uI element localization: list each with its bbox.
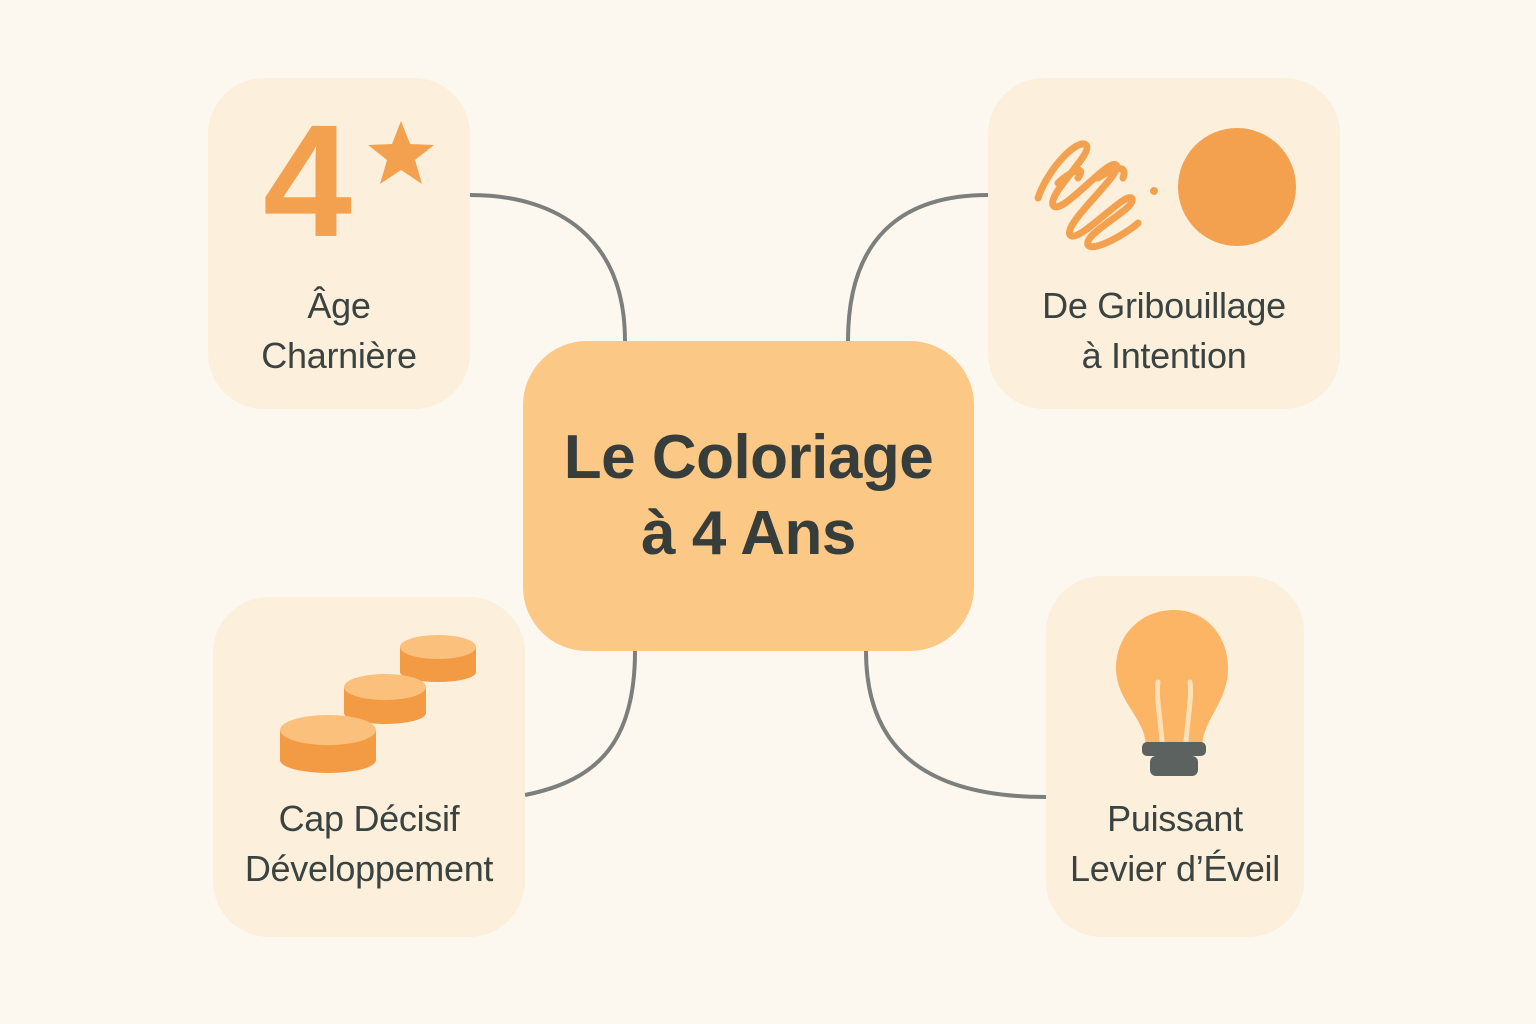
light-bulb-icon (1116, 610, 1228, 776)
node-development: Cap Décisif Développement (213, 597, 525, 937)
node-scribble-label: De Gribouillage à Intention (988, 281, 1340, 381)
node-scribble: De Gribouillage à Intention (988, 78, 1340, 409)
bulb-collar (1142, 742, 1206, 756)
number-four-glyph: 4 (263, 108, 352, 268)
node-development-label: Cap Décisif Développement (213, 794, 525, 894)
bulb-base (1150, 756, 1198, 776)
dot-separator-icon (1150, 187, 1158, 195)
scribble-to-dot-icon (1034, 128, 1296, 251)
number-four-star-icon: 4 (263, 108, 434, 268)
connector-age (469, 193, 627, 342)
node-scribble-line2: à Intention (1081, 335, 1247, 376)
node-age-label: Âge Charnière (208, 281, 470, 381)
node-awakening-label: Puissant Levier d’Éveil (1046, 794, 1304, 894)
node-awakening-line1: Puissant (1107, 798, 1243, 839)
connector-scribble (846, 193, 989, 342)
connector-awakening (864, 650, 1047, 799)
node-awakening-line2: Levier d’Éveil (1070, 848, 1280, 889)
filled-circle-icon (1178, 128, 1296, 246)
disc-middle (344, 674, 426, 724)
stepping-discs-icon (280, 635, 476, 773)
node-age-line1: Âge (307, 285, 371, 326)
node-age: 4 Âge Charnière (208, 78, 470, 409)
node-development-line2: Développement (244, 848, 494, 889)
central-topic-line1: Le Coloriage (563, 423, 934, 492)
connector-development (524, 650, 637, 797)
node-awakening: Puissant Levier d’Éveil (1046, 576, 1304, 937)
central-topic-line2: à 4 Ans (641, 499, 856, 568)
node-age-line2: Charnière (261, 335, 417, 376)
bulb-filament (1155, 679, 1193, 744)
node-scribble-line1: De Gribouillage (1042, 285, 1286, 326)
star-icon (368, 121, 434, 184)
bulb-glass (1116, 610, 1228, 744)
central-topic: Le Coloriage à 4 Ans (523, 341, 974, 651)
disc-top (400, 635, 476, 682)
node-development-line1: Cap Décisif (278, 798, 460, 839)
disc-bottom (280, 715, 376, 773)
scribble-icon (1034, 140, 1142, 251)
